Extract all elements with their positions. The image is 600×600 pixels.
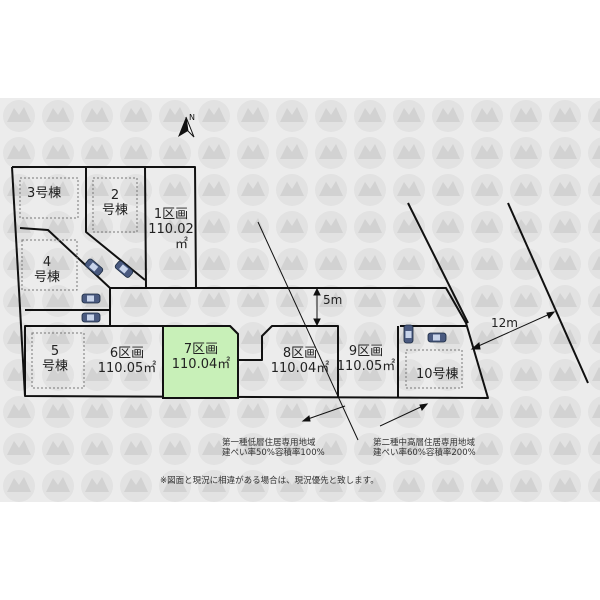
house-5-suffix: 号棟 (41, 359, 68, 374)
lot-8-area: 110.04㎡ (270, 361, 330, 376)
road-edge-east (507, 202, 589, 384)
house-4-suffix: 号棟 (33, 270, 60, 285)
lot-9-label: 9区画 110.05㎡ (336, 344, 396, 374)
zoning-arrow-left (304, 405, 346, 421)
lot-8-name: 8区画 (282, 346, 318, 361)
site-outline (12, 166, 489, 399)
road-edge-west (407, 202, 469, 324)
zoning-right-line1: 第二種中高層住居専用地域 (373, 438, 476, 448)
site-west-edge (11, 166, 26, 397)
house-2-number: 2 (110, 188, 120, 203)
zoning-left-line2: 建ぺい率50%容積率100% (222, 448, 325, 458)
lot-9-name: 9区画 (348, 344, 384, 359)
lot-7-area: 110.04㎡ (171, 357, 231, 372)
house-3-footprint (19, 177, 79, 219)
lot-7-highlight (162, 325, 239, 399)
house-4-label: 4 号棟 (30, 255, 64, 285)
house-10-footprint (405, 349, 463, 389)
lot-1-unit: ㎡ (174, 237, 188, 252)
lot-1-name: 1区画 (153, 207, 189, 222)
road-12m-dimension (473, 312, 553, 349)
road-outer-width-label: 12m (491, 316, 518, 330)
house-2-label: 2 号棟 (98, 188, 132, 218)
north-arrow-icon: N (178, 113, 195, 138)
house-2-footprint (92, 177, 138, 233)
house-5-footprint (31, 332, 85, 389)
house-4-number: 4 (42, 255, 52, 270)
disclaimer-note: ※図面と現況に相違がある場合は、現況優先と致します。 (160, 476, 379, 486)
house-10-label: 10号棟 (416, 367, 459, 382)
lot-7-label: 7区画 110.04㎡ (165, 342, 237, 372)
zoning-right-line2: 建ぺい率60%容積率200% (373, 448, 476, 458)
zoning-left-line1: 第一種低層住居専用地域 (222, 438, 316, 448)
zoning-left-label: 第一種低層住居専用地域 建ぺい率50%容積率100% (222, 438, 325, 458)
svg-text:N: N (189, 113, 195, 122)
lot-1-area: 110.02 (148, 222, 194, 237)
house-3-label: 3号棟 (27, 186, 62, 201)
lot-8-label: 8区画 110.04㎡ (264, 346, 336, 376)
house-5-number: 5 (50, 344, 60, 359)
zoning-arrow-right (379, 404, 426, 427)
house-5-label: 5 号棟 (38, 344, 72, 374)
lot-6-name: 6区画 (109, 346, 145, 361)
lot-6-area: 110.05㎡ (97, 361, 157, 376)
road-inner-width-label: 5m (323, 293, 343, 307)
house-4-footprint (21, 239, 78, 291)
lot-7-name: 7区画 (183, 342, 219, 357)
zoning-boundary-line (257, 221, 359, 441)
lot-9-area: 110.05㎡ (336, 359, 396, 374)
lot-1-label: 1区画 110.02 ㎡ (146, 207, 196, 252)
lot-6-label: 6区画 110.05㎡ (92, 346, 162, 376)
zoning-right-label: 第二種中高層住居専用地域 建ぺい率60%容積率200% (373, 438, 476, 458)
house-2-suffix: 号棟 (101, 203, 128, 218)
